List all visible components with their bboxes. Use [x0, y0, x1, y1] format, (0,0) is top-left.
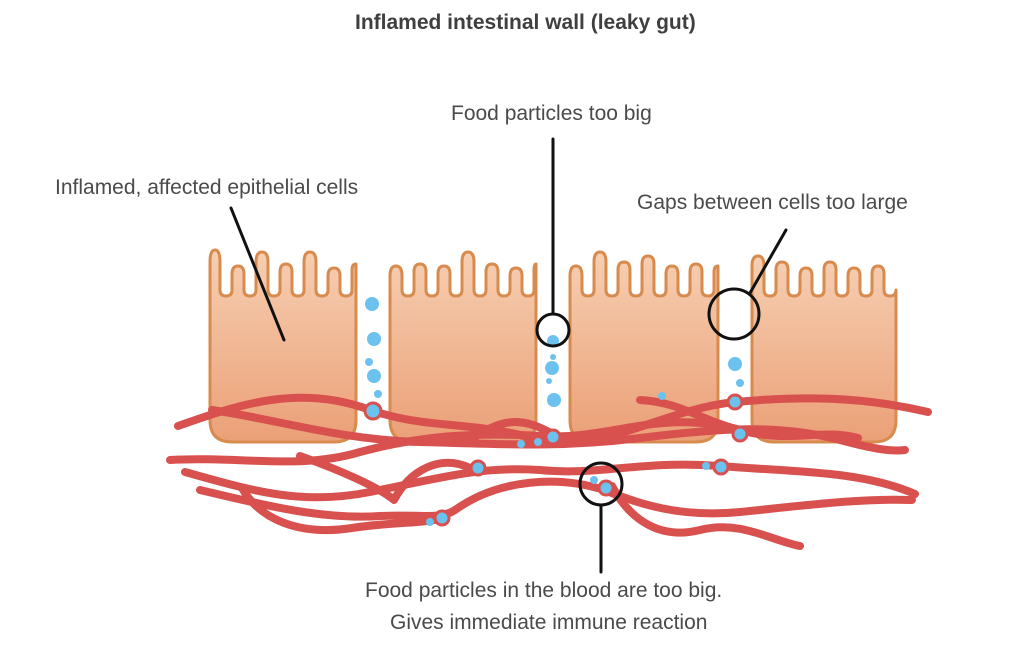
label-blood-particles-line2: Gives immediate immune reaction — [390, 611, 708, 634]
epithelial-cell — [750, 254, 898, 444]
label-gaps-between-cells: Gaps between cells too large — [637, 191, 908, 214]
blood-vessel — [181, 460, 919, 502]
blood-particle — [469, 459, 487, 477]
blood-particle — [517, 440, 525, 448]
blood-particle — [658, 392, 666, 400]
blood-particle — [363, 401, 383, 421]
blood-particle — [712, 458, 730, 476]
epithelial-cell — [208, 248, 358, 444]
blood-particle — [534, 438, 542, 446]
callouts — [229, 137, 788, 574]
blood-particle — [726, 393, 744, 411]
epithelial-cells — [208, 248, 898, 444]
blood-vessel — [296, 452, 474, 504]
blood-particle — [731, 425, 749, 443]
pointer-line-gaps — [748, 228, 788, 295]
food-particle — [547, 335, 559, 347]
callout-circle-food-too-big — [535, 312, 571, 348]
blood-vessel — [208, 406, 909, 455]
food-particle — [374, 390, 382, 398]
food-particle — [545, 361, 559, 375]
blood-vessel — [466, 418, 560, 444]
food-particle — [367, 369, 381, 383]
blood-particle — [590, 476, 598, 484]
epithelial-cell — [568, 250, 720, 444]
label-food-particles-too-big: Food particles too big — [451, 102, 652, 125]
blood-vessel — [238, 484, 448, 535]
blood-particle — [426, 518, 434, 526]
food-particle — [367, 332, 381, 346]
blood-particle — [702, 462, 710, 470]
blood-vessel — [636, 396, 744, 434]
epithelial-cell — [388, 250, 538, 444]
blood-particle — [544, 428, 562, 446]
blood-particles-small — [426, 392, 710, 526]
food-particle — [550, 354, 556, 360]
blood-particle — [433, 509, 451, 527]
blood-vessel — [608, 482, 804, 550]
food-particles — [365, 297, 744, 407]
pointer-line-inflamed-cells — [229, 206, 286, 342]
food-particle — [547, 393, 561, 407]
label-blood-particles-line1: Food particles in the blood are too big. — [365, 579, 723, 602]
food-particle — [736, 379, 744, 387]
food-particle — [365, 297, 379, 311]
label-inflamed-cells: Inflamed, affected epithelial cells — [55, 176, 359, 199]
callout-circle-gaps — [707, 287, 761, 341]
blood-particles — [363, 393, 749, 527]
diagram-title: Inflamed intestinal wall (leaky gut) — [355, 11, 696, 34]
blood-vessel — [196, 477, 916, 521]
blood-particle — [597, 479, 615, 497]
food-particle — [365, 358, 373, 366]
food-particle — [728, 357, 742, 371]
food-particle — [546, 378, 552, 384]
